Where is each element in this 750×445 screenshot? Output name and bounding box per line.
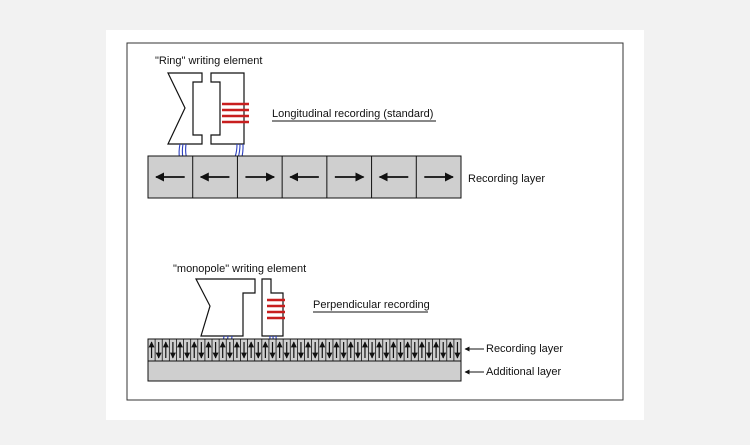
- longitudinal-method-label: Longitudinal recording (standard): [272, 108, 433, 120]
- longitudinal-domains: [155, 156, 454, 198]
- perpendicular-recording-layer-label: Recording layer: [486, 343, 563, 355]
- longitudinal-layer-label: Recording layer: [468, 173, 545, 185]
- perpendicular-method-label: Perpendicular recording: [313, 299, 430, 311]
- additional-layer-label: Additional layer: [486, 366, 562, 378]
- perpendicular-domains: [148, 339, 461, 361]
- ring-coil: [222, 102, 249, 124]
- monopole-head-label: "monopole" writing element: [173, 263, 306, 275]
- monopole-coil: [267, 298, 285, 320]
- additional-layer: [147, 360, 462, 382]
- ring-head-label: "Ring" writing element: [155, 55, 262, 67]
